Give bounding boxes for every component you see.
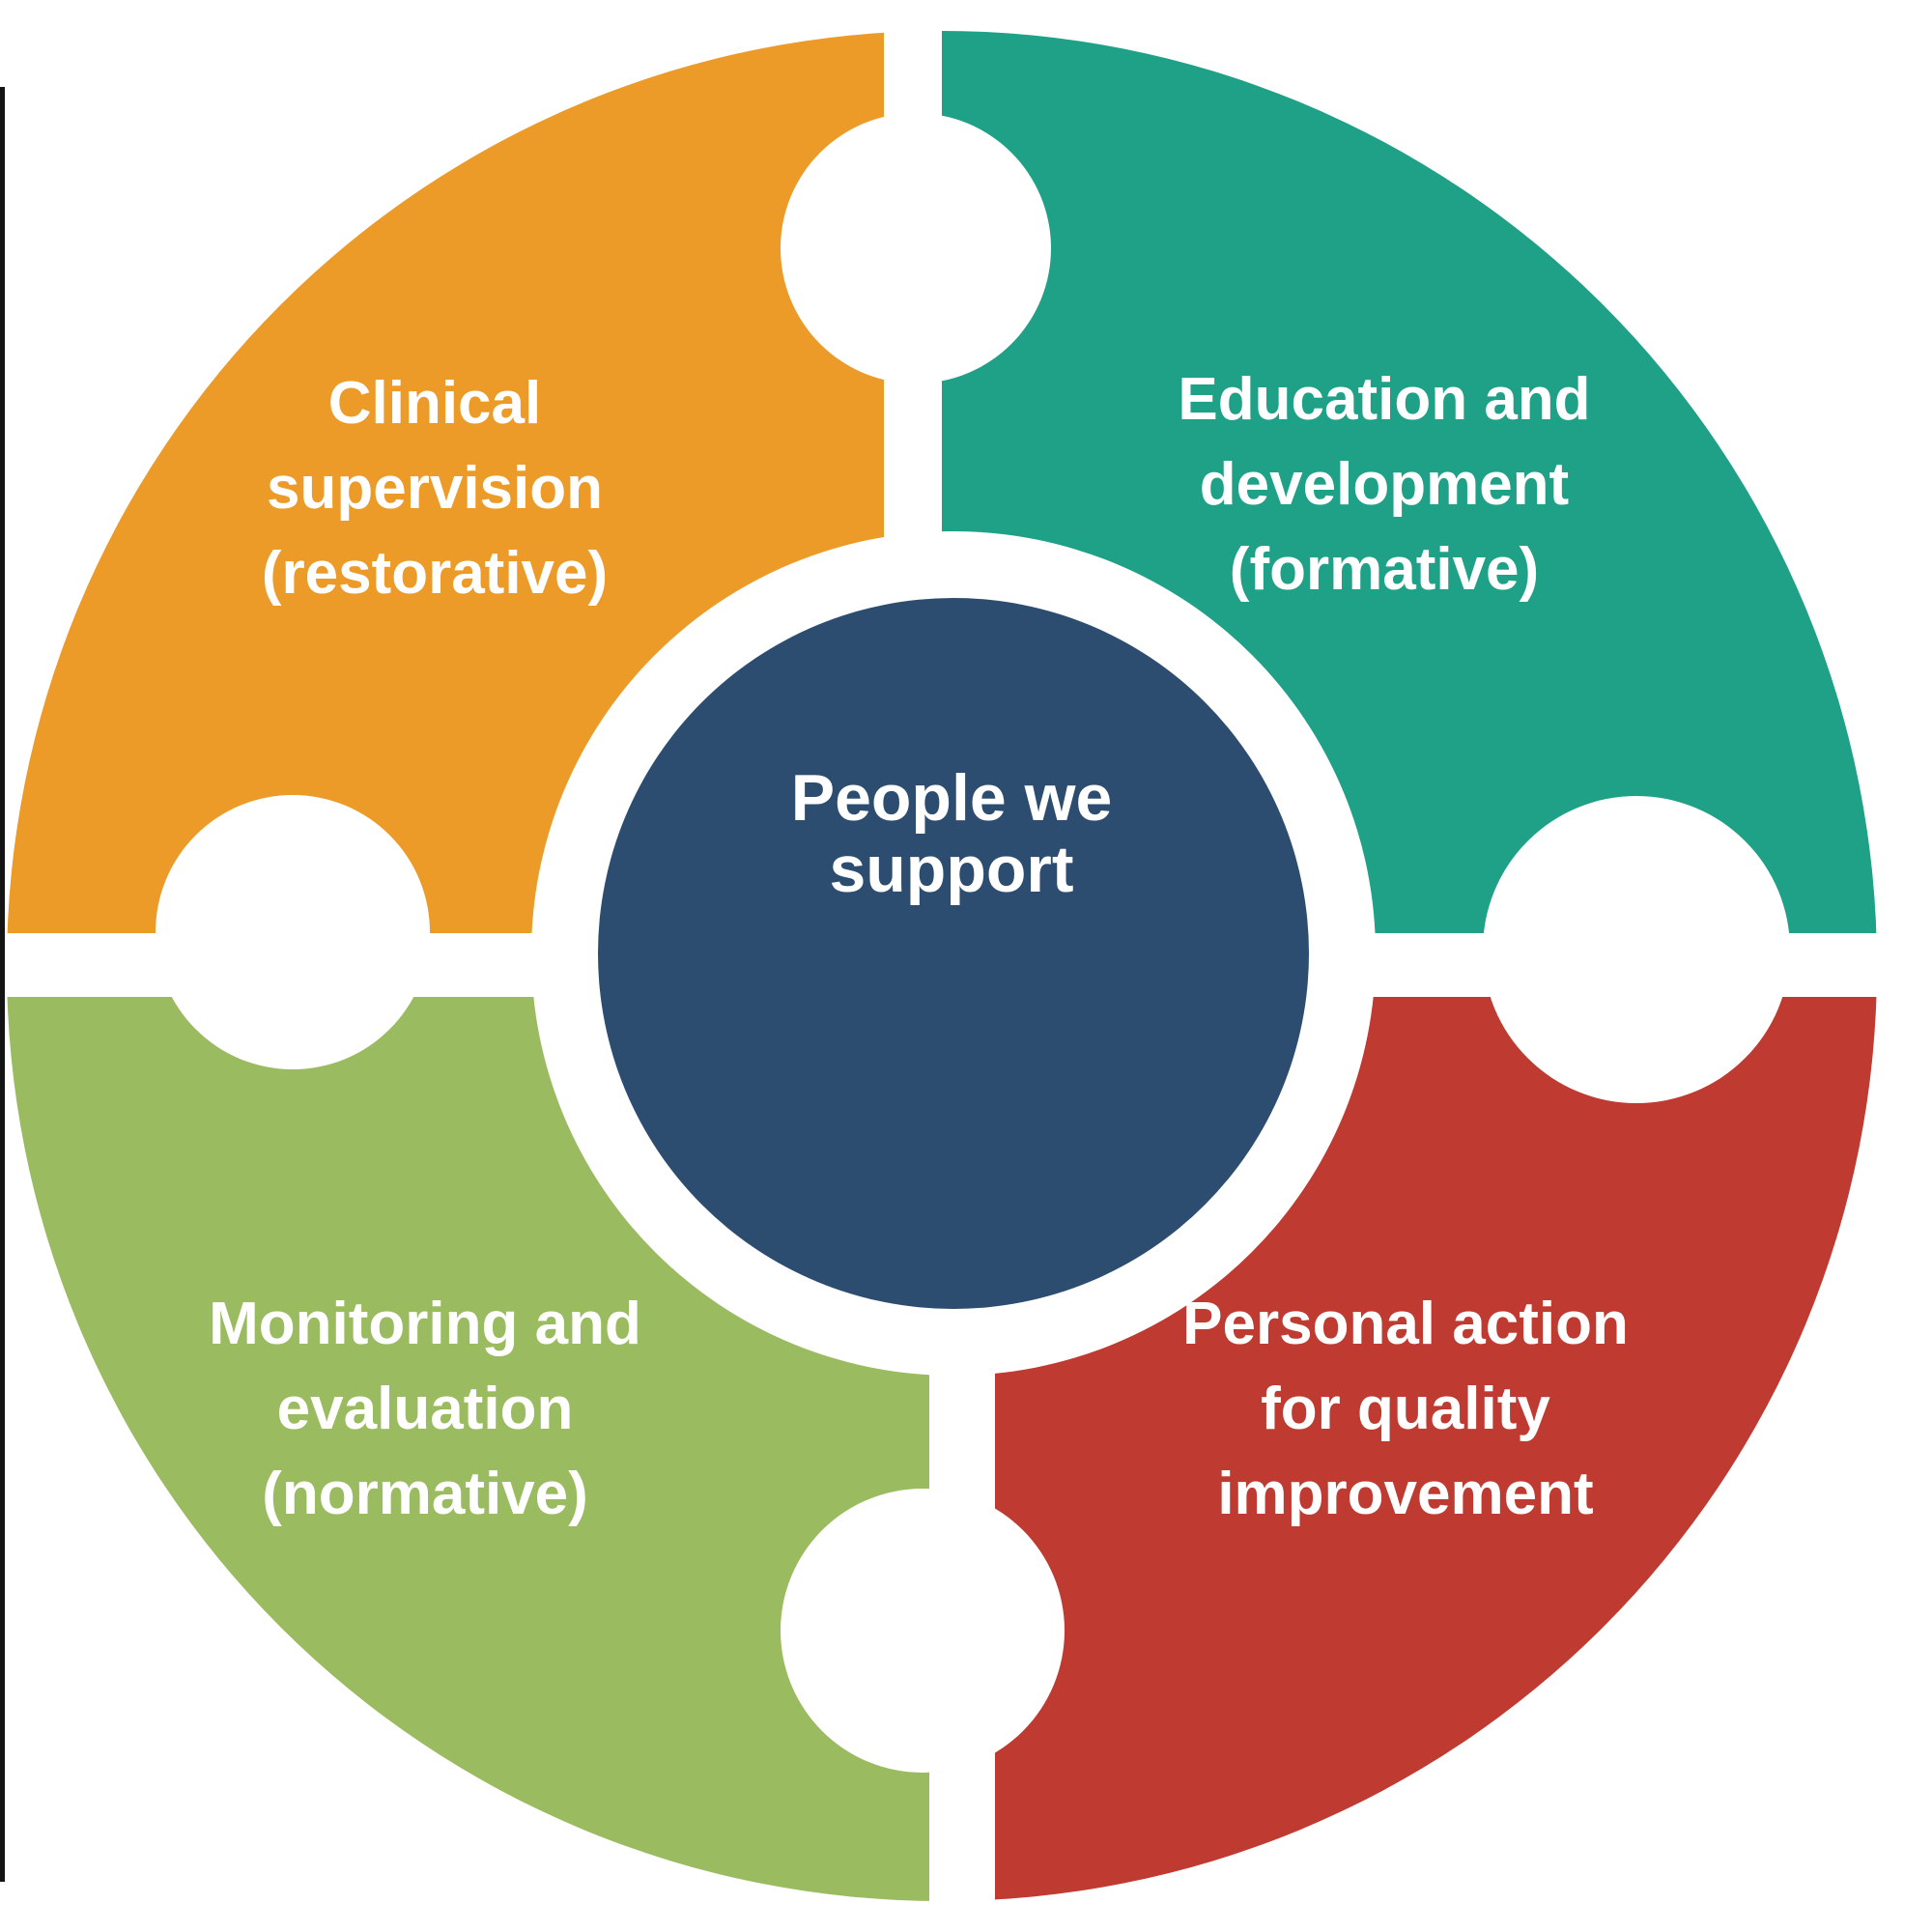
quadrant-label-education-development: Education and development (formative) bbox=[1075, 357, 1693, 612]
label-line: evaluation bbox=[276, 1376, 574, 1442]
label-line: supervision bbox=[267, 455, 603, 522]
connector-circle-right bbox=[1483, 796, 1790, 1103]
center-label-people-we-support: People we support bbox=[662, 762, 1241, 905]
label-line: support bbox=[829, 833, 1074, 906]
label-line: for quality bbox=[1261, 1376, 1550, 1442]
quadrant-label-personal-action: Personal action for quality improvement bbox=[1096, 1282, 1715, 1537]
label-line: (restorative) bbox=[261, 540, 609, 607]
label-line: Education and bbox=[1178, 366, 1591, 433]
connector-circle-top bbox=[781, 113, 1051, 384]
label-line: improvement bbox=[1217, 1461, 1594, 1527]
center-circle bbox=[598, 598, 1309, 1309]
connector-circle-left bbox=[156, 795, 430, 1069]
label-line: development bbox=[1199, 451, 1570, 518]
label-line: People we bbox=[790, 761, 1113, 835]
connector-circle-bottom bbox=[781, 1489, 1065, 1773]
label-line: (formative) bbox=[1229, 536, 1540, 603]
label-line: (normative) bbox=[262, 1461, 588, 1527]
left-edge-line bbox=[0, 87, 5, 1882]
label-line: Clinical bbox=[327, 370, 542, 437]
quadrant-label-monitoring-evaluation: Monitoring and evaluation (normative) bbox=[116, 1282, 734, 1537]
quadrant-label-clinical-supervision: Clinical supervision (restorative) bbox=[126, 361, 744, 616]
label-line: Monitoring and bbox=[209, 1291, 641, 1357]
label-line: Personal action bbox=[1182, 1291, 1629, 1357]
